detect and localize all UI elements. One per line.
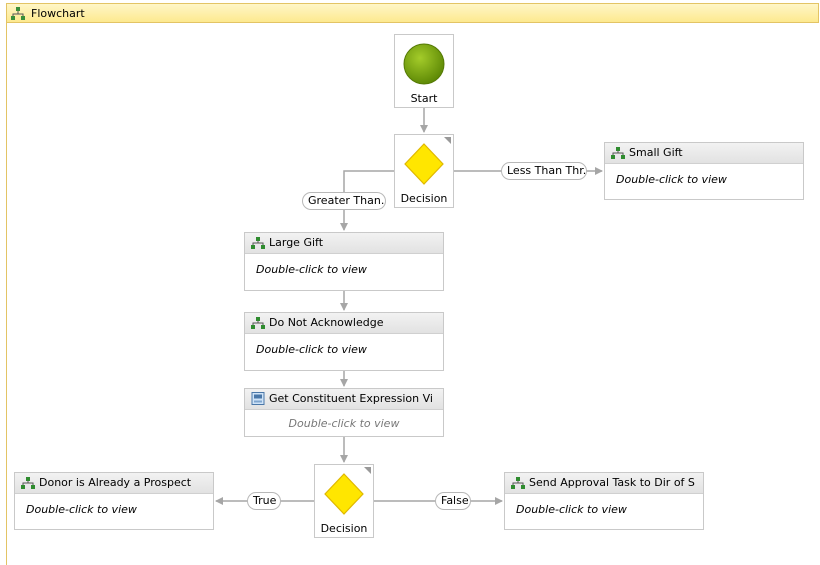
decision-diamond-icon bbox=[404, 143, 444, 185]
activity-title: Large Gift bbox=[269, 236, 324, 249]
connector-label-less-than[interactable]: Less Than Thr... bbox=[501, 162, 587, 180]
activity-hint: Double-click to view bbox=[26, 503, 137, 516]
activity-hint: Double-click to view bbox=[288, 417, 400, 430]
decision-diamond-icon bbox=[324, 473, 364, 515]
activity-header: Do Not Acknowledge bbox=[245, 313, 443, 334]
flowchart-activity-icon bbox=[611, 147, 625, 159]
activity-do-not-acknowledge[interactable]: Do Not Acknowledge Double-click to view bbox=[244, 312, 444, 371]
activity-header: Send Approval Task to Dir of S bbox=[505, 473, 703, 494]
activity-title: Small Gift bbox=[629, 146, 683, 159]
decision-node-1[interactable]: Decision bbox=[394, 134, 454, 208]
wire-decision1-to-large-gift[interactable] bbox=[340, 170, 394, 231]
activity-title: Send Approval Task to Dir of S bbox=[529, 476, 695, 489]
start-label: Start bbox=[410, 92, 438, 105]
activity-hint: Double-click to view bbox=[516, 503, 627, 516]
flowchart-activity-icon bbox=[251, 317, 265, 329]
decision-label: Decision bbox=[400, 192, 448, 205]
activity-small-gift[interactable]: Small Gift Double-click to view bbox=[604, 142, 804, 200]
activity-title: Do Not Acknowledge bbox=[269, 316, 384, 329]
start-node[interactable]: Start bbox=[394, 34, 454, 108]
activity-send-approval-task[interactable]: Send Approval Task to Dir of S Double-cl… bbox=[504, 472, 704, 530]
activity-hint: Double-click to view bbox=[616, 173, 727, 186]
start-circle-icon bbox=[403, 43, 445, 85]
expand-corner-icon bbox=[444, 137, 451, 144]
connector-label-greater-than[interactable]: Greater Than... bbox=[302, 192, 386, 210]
activity-header: Get Constituent Expression Vi bbox=[245, 389, 443, 410]
activity-header: Donor is Already a Prospect bbox=[15, 473, 213, 494]
activity-header: Small Gift bbox=[605, 143, 803, 164]
activity-hint: Double-click to view bbox=[256, 343, 367, 356]
activity-title: Donor is Already a Prospect bbox=[39, 476, 192, 489]
activity-title: Get Constituent Expression Vi bbox=[269, 392, 433, 405]
activity-large-gift[interactable]: Large Gift Double-click to view bbox=[244, 232, 444, 291]
flowchart-activity-icon bbox=[251, 237, 265, 249]
expand-corner-icon bbox=[364, 467, 371, 474]
flowchart-title-bar[interactable]: Flowchart bbox=[6, 3, 819, 23]
activity-header: Large Gift bbox=[245, 233, 443, 254]
connector-label-false[interactable]: False bbox=[435, 492, 471, 510]
expression-activity-icon bbox=[251, 392, 265, 405]
flowchart-activity-icon bbox=[511, 477, 525, 489]
flowchart-icon bbox=[11, 7, 25, 20]
flowchart-canvas[interactable] bbox=[6, 23, 819, 565]
flowchart-title: Flowchart bbox=[31, 7, 85, 20]
connector-label-true[interactable]: True bbox=[247, 492, 281, 510]
activity-hint: Double-click to view bbox=[256, 263, 367, 276]
flowchart-activity-icon bbox=[21, 477, 35, 489]
activity-get-constituent-expression[interactable]: Get Constituent Expression Vi Double-cli… bbox=[244, 388, 444, 437]
decision-node-2[interactable]: Decision bbox=[314, 464, 374, 538]
activity-donor-already-prospect[interactable]: Donor is Already a Prospect Double-click… bbox=[14, 472, 214, 530]
decision-label: Decision bbox=[320, 522, 368, 535]
